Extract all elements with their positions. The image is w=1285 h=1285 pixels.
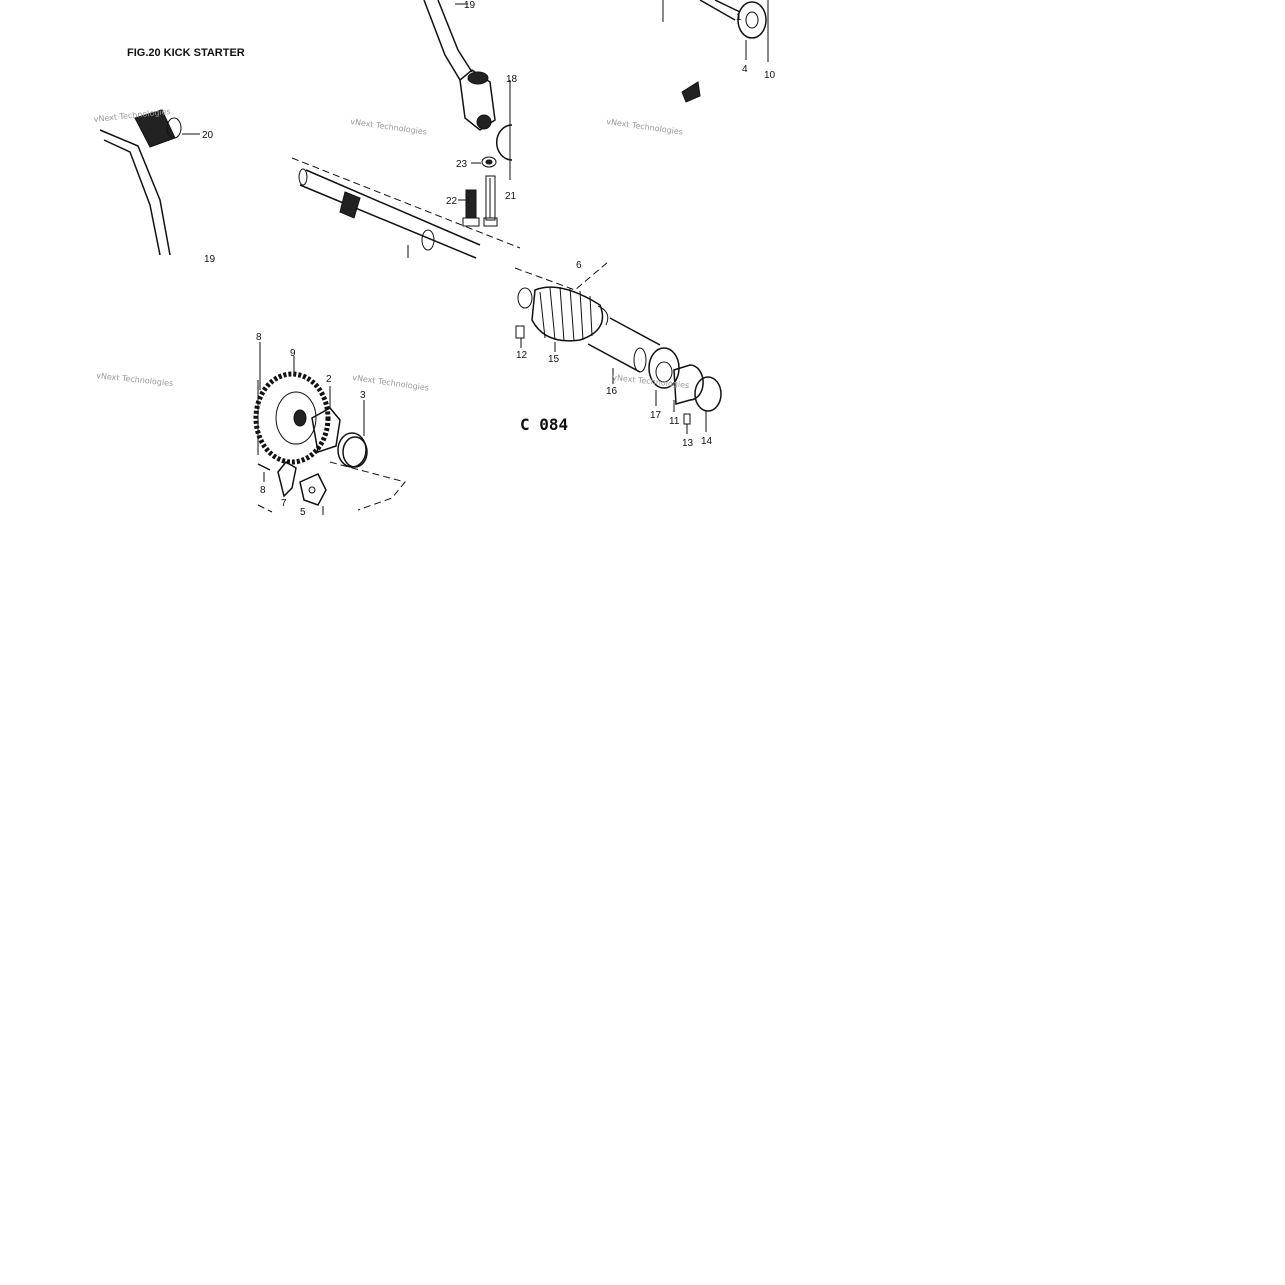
callout-21: 21 <box>505 191 517 202</box>
watermark: vNext Technologies <box>96 371 174 388</box>
watermark: vNext Technologies <box>606 117 684 137</box>
washer-23: 23 <box>456 156 497 170</box>
kick-rubber-20 <box>134 109 182 148</box>
direction-arrow-icon <box>681 81 701 103</box>
part-18: 18 <box>495 74 518 180</box>
callout-2: 2 <box>326 374 332 385</box>
bolt-22: 22 <box>446 189 480 227</box>
clip-7: 7 <box>277 461 297 509</box>
figure-title: FIG.20 KICK STARTER <box>127 47 245 59</box>
callout-8: 8 <box>260 485 266 496</box>
watermark: vNext Technologies <box>350 117 428 137</box>
callout-23: 23 <box>456 159 468 170</box>
callout-16: 16 <box>606 386 618 397</box>
callout-20: 20 <box>202 130 214 141</box>
kick-gear <box>253 371 331 465</box>
callout-19-left: 19 <box>204 254 216 265</box>
callout-4: 4 <box>742 64 748 75</box>
bushing-11: 11 <box>669 364 704 427</box>
part-4-washer: 4 10 1 <box>662 0 776 81</box>
kick-shaft <box>291 157 521 259</box>
callout-18: 18 <box>506 74 518 85</box>
shaft-16: 16 <box>587 317 661 397</box>
kick-arm: 19 <box>423 0 496 131</box>
kick-gear-assembly: 8 9 2 3 7 5 <box>253 332 406 518</box>
callout-12: 12 <box>516 350 528 361</box>
callout-6: 6 <box>576 260 582 271</box>
cap-14: 14 <box>694 376 722 447</box>
pin-13: 13 <box>682 413 694 449</box>
callout-7: 7 <box>281 498 287 509</box>
shaft-assembly-right: 6 12 15 16 17 11 <box>514 260 722 449</box>
callout-17: 17 <box>650 410 662 421</box>
callout-13: 13 <box>682 438 694 449</box>
kick-lever: 20 19 <box>99 109 216 265</box>
callout-1: 1 <box>736 12 742 23</box>
spring-15 <box>531 286 609 342</box>
callout-3: 3 <box>360 390 366 401</box>
callout-19: 19 <box>464 0 476 11</box>
callout-10: 10 <box>764 70 776 81</box>
callout-8-top: 8 <box>256 332 262 343</box>
plate-5: 5 <box>299 473 327 518</box>
spring-3: 3 <box>337 390 368 468</box>
callout-11: 11 <box>669 416 680 427</box>
callout-22: 22 <box>446 196 458 207</box>
pin-8: 8 <box>257 463 271 496</box>
drawing-code: C 084 <box>520 415 568 434</box>
callout-15: 15 <box>548 354 560 365</box>
part-2-ratchet: 2 <box>311 374 341 453</box>
callout-9: 9 <box>290 348 296 359</box>
bolt-21: 21 <box>483 175 517 227</box>
callout-5: 5 <box>300 507 306 518</box>
callout-14: 14 <box>701 436 713 447</box>
